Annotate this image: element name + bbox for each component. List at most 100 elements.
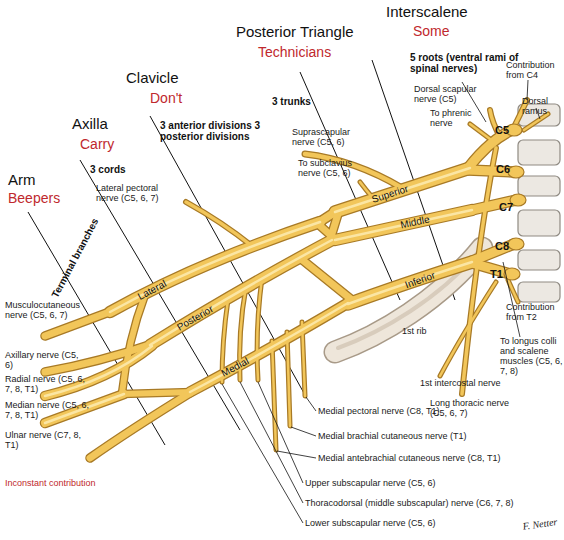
nerve-label: To longus colli and scalene muscles (C5,… — [500, 336, 564, 376]
nerve-label: Contribution from C4 — [506, 60, 564, 80]
vertebra — [518, 250, 560, 270]
nerve-outline — [524, 114, 548, 130]
mnemonic-word: Technicians — [258, 45, 331, 61]
region-heading: Interscalene — [386, 4, 468, 21]
nerve-label: Long thoracic nerve (C5, 6, 7) — [430, 398, 512, 418]
divider-line — [28, 212, 165, 445]
nerve-outline — [272, 341, 276, 450]
vertebra — [518, 210, 560, 236]
nerve-highlight — [335, 168, 470, 212]
region-heading: Clavicle — [126, 70, 179, 87]
mnemonic-word: Don't — [150, 91, 182, 107]
nerve — [122, 392, 192, 394]
nerve-label: To subclavius nerve (C5, 6) — [298, 158, 370, 178]
leader-line — [291, 427, 316, 436]
nerve-label: To phrenic nerve — [430, 108, 476, 128]
root-label: C7 — [499, 201, 513, 213]
nerve-outline — [287, 332, 290, 426]
nerve-label: Radial nerve (C5, 6, 7, 8, T1) — [5, 374, 91, 394]
ganglion — [508, 166, 524, 178]
trunk-cord-label: Medial — [219, 355, 250, 379]
artist-signature: F. Netter — [522, 516, 558, 532]
trunk-cord-label: Lateral — [136, 278, 168, 302]
nerve-highlight — [335, 210, 472, 240]
nerve-label: Thoracodorsal (middle subscapular) nerve… — [305, 498, 514, 508]
leader-line — [503, 262, 520, 337]
region-dividers — [28, 60, 455, 445]
leader-line — [222, 384, 303, 523]
region-heading: Axilla — [72, 116, 108, 133]
leader-lines — [222, 80, 540, 523]
leader-line — [240, 382, 303, 503]
nerve-label: 1st rib — [402, 326, 427, 336]
nerve — [257, 278, 262, 380]
leader-line — [258, 382, 303, 483]
structure-count: 3 cords — [90, 164, 126, 175]
structure-count: 3 trunks — [272, 96, 311, 107]
structure-count: Terminal branches — [49, 216, 100, 299]
nerve — [440, 282, 496, 376]
root-label: T1 — [490, 268, 503, 280]
nerve — [524, 114, 548, 130]
nerve-label: Lateral pectoral nerve (C5, 6, 7) — [96, 183, 182, 203]
mnemonic-word: Some — [413, 24, 450, 40]
nerve-outline — [186, 202, 252, 246]
vertebra — [518, 282, 560, 302]
nerve — [335, 168, 470, 212]
nerve-label: Dorsal ramus — [522, 96, 562, 116]
mnemonic-word: Carry — [80, 137, 114, 153]
nerve-outline — [348, 262, 472, 304]
nerve-label: Lower subscapular nerve (C5, 6) — [305, 518, 436, 528]
nerve-outline — [335, 168, 470, 212]
nerve-label: Contribution from T2 — [506, 302, 564, 322]
trunk-cord-label: Middle — [399, 213, 430, 230]
nerve-label: Upper subscapular nerve (C5, 6) — [305, 478, 436, 488]
nerve-label: Medial brachial cutaneous nerve (T1) — [318, 431, 467, 441]
nerve-highlight — [110, 222, 320, 312]
nerve — [122, 295, 145, 393]
nerve-outline — [257, 278, 262, 380]
legend-note: Inconstant contribution — [5, 478, 96, 488]
root-label: C8 — [495, 240, 509, 252]
nerve-outlines — [45, 100, 548, 458]
nerve-highlights — [45, 168, 472, 423]
nerve — [335, 210, 472, 240]
nerve-label: 1st intercostal nerve — [420, 378, 501, 388]
ganglion — [508, 238, 524, 250]
nerve-outline — [440, 282, 496, 376]
region-heading: Posterior Triangle — [236, 24, 354, 41]
vertebra — [518, 140, 560, 165]
structure-count: 3 anterior divisions 3 posterior divisio… — [160, 120, 272, 142]
trunk-cord-label: Posterior — [175, 303, 215, 333]
nerve — [272, 341, 276, 450]
nerve-label: Ulnar nerve (C7, 8, T1) — [5, 430, 85, 450]
nerve — [90, 393, 190, 458]
nerve-outline — [190, 303, 348, 392]
leader-line — [306, 397, 316, 411]
rib-shading — [338, 252, 478, 348]
region-heading: Arm — [8, 172, 36, 189]
nerve-outline — [335, 210, 472, 240]
nerve-label: Suprascapular nerve (C5, 6) — [292, 127, 366, 147]
vertebra — [518, 176, 560, 196]
nerve — [287, 332, 290, 426]
divider-line — [80, 160, 240, 430]
nerve-label: Axillary nerve (C5, 6) — [5, 350, 85, 370]
trunk-cord-label: Inferior — [403, 269, 436, 290]
mnemonic-word: Beepers — [8, 191, 60, 207]
root-label: C6 — [496, 163, 510, 175]
nerve-label: Dorsal scapular nerve (C5) — [414, 84, 494, 104]
nerve-label: Medial pectoral nerve (C8, T1) — [318, 406, 439, 416]
divider-line — [300, 72, 400, 300]
nerve-label: Medial antebrachial cutaneous nerve (C8,… — [318, 453, 500, 463]
nerve — [300, 258, 352, 300]
nerve-outline — [122, 392, 192, 394]
nerve — [186, 202, 252, 246]
nerve-highlight — [348, 262, 472, 304]
root-label: C5 — [495, 124, 509, 136]
nerve-label: Musculocutaneous nerve (C5, 6, 7) — [5, 300, 105, 320]
nerve-outline — [300, 258, 352, 300]
trunk-cord-label: Superior — [370, 183, 409, 205]
leader-line — [277, 451, 316, 458]
